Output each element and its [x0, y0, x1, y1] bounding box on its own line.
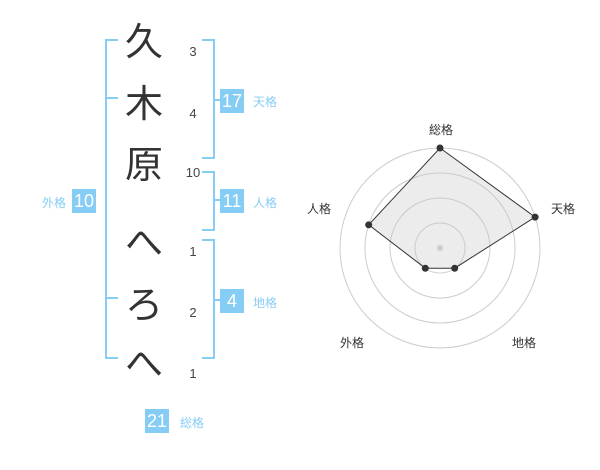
chikaku-value: 4 — [220, 289, 244, 313]
radar-point-3 — [451, 264, 459, 272]
radar-ring-3 — [364, 172, 516, 324]
name-char-1: 久 — [124, 20, 163, 64]
radar-label-jinkaku: 人格 — [306, 202, 331, 216]
radar-label-gaikaku: 外格 — [339, 336, 364, 350]
radar-point-2 — [531, 213, 539, 221]
radar-ring-2 — [389, 197, 491, 299]
radar-label-chikaku: 地格 — [511, 336, 536, 350]
jinkaku-label: 人格 — [253, 196, 278, 210]
name-char-3: 原 — [124, 143, 163, 187]
gaikaku-bracket — [105, 39, 118, 359]
stroke-count-4: 1 — [189, 244, 197, 259]
radar-area — [367, 147, 536, 269]
gaikaku-value: 10 — [72, 189, 97, 213]
radar-label-tenkaku: 天格 — [550, 202, 575, 216]
soukaku-label: 総格 — [180, 416, 205, 430]
jinkaku-bracket — [202, 171, 220, 231]
stroke-count-2: 4 — [189, 106, 197, 121]
radar-point-5 — [365, 221, 373, 229]
jinkaku-value: 11 — [220, 189, 244, 213]
radar-center — [437, 245, 443, 251]
radar-label-soukaku: 総格 — [428, 123, 453, 137]
radar-point-4 — [421, 264, 429, 272]
stroke-count-1: 3 — [189, 44, 197, 59]
radar-ring-1 — [414, 222, 466, 274]
gaikaku-label: 外格 — [42, 196, 67, 210]
chikaku-bracket — [202, 239, 220, 359]
name-char-5: ろ — [124, 283, 163, 327]
tenkaku-value: 17 — [220, 89, 245, 113]
name-char-6: へ — [124, 342, 163, 386]
radar-point-1 — [436, 144, 444, 152]
stroke-count-3: 10 — [185, 165, 201, 180]
soukaku-value: 21 — [145, 409, 170, 433]
stroke-count-5: 2 — [189, 305, 197, 320]
name-char-4: へ — [124, 221, 163, 265]
stroke-count-6: 1 — [189, 366, 197, 381]
name-char-2: 木 — [124, 82, 163, 126]
chikaku-label: 地格 — [253, 296, 278, 310]
tenkaku-label: 天格 — [253, 95, 278, 109]
tenkaku-bracket — [202, 39, 220, 159]
